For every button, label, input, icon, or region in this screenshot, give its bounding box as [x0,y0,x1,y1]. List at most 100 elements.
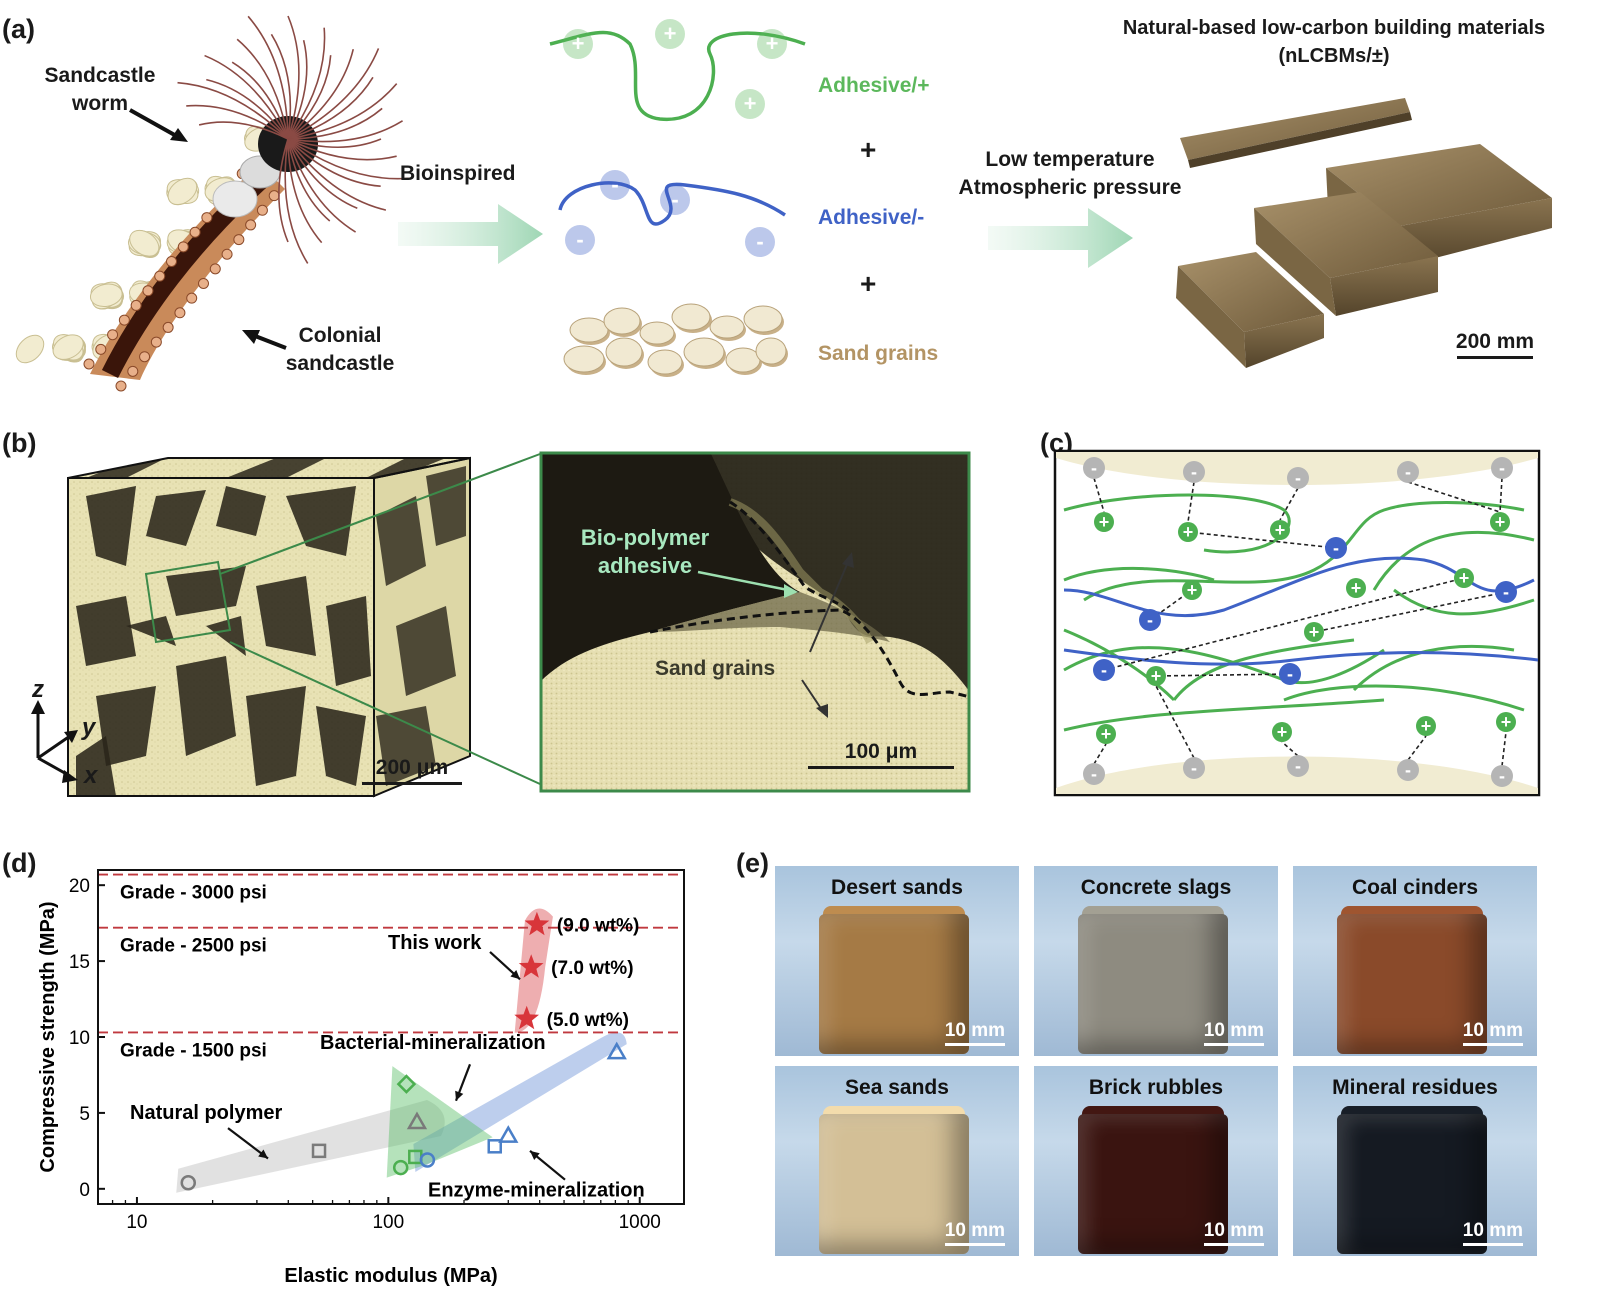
star-marker [518,954,544,978]
positive-charge-icon: + [1270,520,1290,540]
tile-scale-bar: 10 mm [944,1020,1005,1046]
product-title: Natural-based low-carbon building materi… [1122,17,1546,67]
cube-sample [819,1114,969,1254]
bricks-scale-bar: 200 mm [1450,330,1540,359]
brick-samples-photo [1176,98,1552,368]
cube-sample [1337,914,1487,1054]
square-marker [487,1139,502,1154]
negative-charge-icon: - [1495,581,1517,603]
positive-charge-icon: + [1496,712,1516,732]
svg-text:-: - [1287,664,1293,684]
arrow-head [258,1149,268,1159]
panel-c-network-diagram: ----------+++++++++++++----- [1053,449,1541,797]
svg-text:-: - [1295,756,1301,776]
positive-charge-icon: + [735,89,765,119]
grade-label: Grade - 3000 psi [120,883,267,904]
triangle-marker [498,1125,519,1143]
negative-charge-icon: - [565,225,595,255]
svg-text:-: - [1499,458,1505,478]
bioinspired-label: Bioinspired [400,162,516,185]
zoom-scale-bar: 100 μm [806,740,956,769]
x-tick-label: 10 [126,1212,147,1233]
tile-scale-bar: 10 mm [944,1220,1005,1246]
svg-text:+: + [1421,716,1432,736]
svg-text:-: - [671,187,678,212]
svg-text:+: + [766,31,779,56]
positive-charge-icon: + [1146,666,1166,686]
zoom-connector-lines [219,453,541,785]
tile-title: Desert sands [831,876,963,899]
negative-charge-icon: - [1183,757,1205,779]
svg-text:-: - [576,227,583,252]
negative-charge-icon: - [1287,755,1309,777]
plus-sign-2: + [860,268,877,299]
colony-pointer-arrow [242,330,287,350]
negative-charge-icon: - [1083,457,1105,479]
this-work-label: This work [388,932,482,954]
diamond-marker [396,1074,417,1094]
svg-text:-: - [611,172,618,197]
panel-e-label: (e) [736,848,769,878]
sand-grains-label: Sand grains [818,342,939,365]
positive-charge-icon: + [1346,578,1366,598]
negative-charge-icon: - [1325,537,1347,559]
data-label: (9.0 wt%) [557,916,639,937]
adhesive-negative-chain: ---- [558,170,786,257]
y-tick-label: 15 [69,952,90,973]
svg-text:+: + [1495,512,1506,532]
y-tick-label: 10 [69,1028,90,1049]
svg-text:+: + [1459,568,1470,588]
tile-title: Brick rubbles [1088,1076,1224,1099]
negative-charge-icon: - [1279,663,1301,685]
svg-text:+: + [744,91,757,116]
negative-charge-icon: - [1083,763,1105,785]
cube-sample [1078,914,1228,1054]
svg-text:+: + [1501,712,1512,732]
worm-pointer-arrow [129,108,188,142]
sand-grains-zoom-label: Sand grains [655,657,776,680]
svg-text:+: + [1275,520,1286,540]
natural-polymer-label: Natural polymer [130,1102,282,1124]
grade-label: Grade - 2500 psi [120,936,267,957]
x-tick-label: 100 [372,1212,404,1233]
negative-charge-icon: - [1491,457,1513,479]
ct-cube-render [67,456,471,798]
cube-sample [1337,1114,1487,1254]
negative-charge-icon: - [1183,461,1205,483]
positive-charge-icon: + [757,29,787,59]
y-tick-label: 5 [79,1104,90,1125]
circle-marker [180,1174,197,1191]
plus-sign-1: + [860,134,877,165]
svg-text:-: - [1333,538,1339,558]
tile-scale-bar: 10 mm [1462,1020,1523,1046]
axis-y-label: y [82,714,96,741]
tile-title: Mineral residues [1332,1076,1498,1099]
bioinspired-arrow [398,204,543,264]
svg-text:-: - [1405,462,1411,482]
process-arrow [988,208,1133,268]
svg-text:-: - [1091,458,1097,478]
cube-sample [1078,1114,1228,1254]
svg-text:+: + [664,21,677,46]
bacterial-mineralization-label: Bacterial-mineralization [320,1032,546,1054]
negative-charge-icon: - [600,170,630,200]
svg-text:-: - [1101,660,1107,680]
svg-text:-: - [1091,764,1097,784]
negative-charge-icon: - [1397,759,1419,781]
axis-x-label: x [84,762,98,789]
tile-scale-bar: 10 mm [1462,1220,1523,1246]
panel-a-label: (a) [2,14,35,44]
svg-text:+: + [1309,622,1320,642]
positive-charge-icon: + [563,29,593,59]
negative-charge-icon: - [660,185,690,215]
adhesive-negative-label: Adhesive/- [818,206,925,229]
svg-text:-: - [1503,582,1509,602]
adhesive-positive-label: Adhesive/+ [818,74,930,97]
triangle-marker [606,1041,627,1060]
